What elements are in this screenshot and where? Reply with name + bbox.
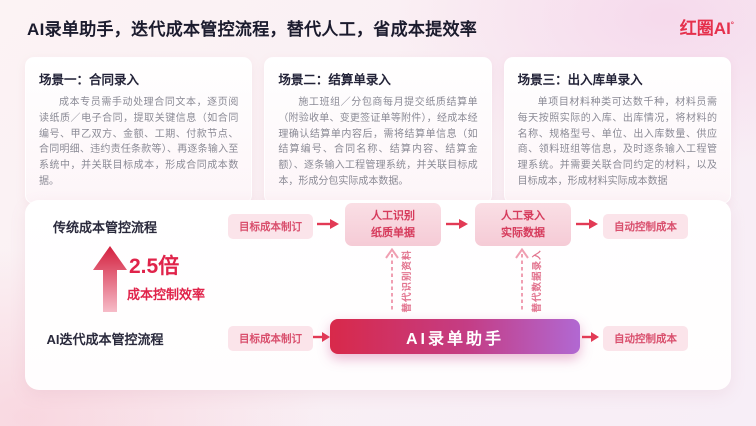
manual-identify-line1: 人工识别 bbox=[371, 210, 415, 222]
ai-flow-label: AI迭代成本管控流程 bbox=[46, 332, 164, 347]
replace-label-identify: 替代识别资料 bbox=[402, 249, 413, 313]
manual-entry-box: 人工录入 实际数据 bbox=[475, 203, 571, 246]
scenario-body: 成本专员需手动处理合同文本，逐页阅读纸质／电子合同，提取关键信息（如合同编号、甲… bbox=[39, 97, 239, 187]
flow-arrow-icon bbox=[316, 218, 340, 230]
efficiency-label: 成本控制效率 bbox=[127, 287, 206, 302]
flow-arrow-icon bbox=[313, 331, 331, 343]
scenario-title: 场景二：结算单录入 bbox=[278, 73, 391, 87]
scenario-card-settlement: 场景二：结算单录入 施工班组／分包商每月提交纸质结算单（附验收单、变更签证单等附… bbox=[264, 57, 492, 204]
flow-arrow-icon bbox=[445, 218, 469, 230]
flow-arrow-icon bbox=[575, 218, 599, 230]
page-title: AI录单助手，迭代成本管控流程，替代人工，省成本提效率 bbox=[27, 20, 478, 39]
efficiency-multiplier: 2.5倍 bbox=[129, 255, 180, 278]
up-arrow-icon bbox=[93, 246, 127, 312]
ai-assistant-box: AI录单助手 bbox=[330, 319, 580, 354]
manual-entry-line1: 人工录入 bbox=[501, 210, 545, 222]
flow-panel: 传统成本管控流程 目标成本制订 人工识别 纸质单据 人工录入 实际数据 自动控制… bbox=[25, 200, 731, 390]
traditional-flow-label: 传统成本管控流程 bbox=[52, 220, 157, 235]
scenario-card-contract: 场景一：合同录入 成本专员需手动处理合同文本，逐页阅读纸质／电子合同，提取关键信… bbox=[25, 57, 253, 204]
target-cost-pill: 目标成本制订 bbox=[228, 214, 313, 239]
scenario-body: 单项目材料种类可达数千种，材料员需每天按照实际的入库、出库情况，将材料的名称、规… bbox=[517, 97, 717, 187]
scenario-title: 场景三：出入库单录入 bbox=[517, 73, 643, 87]
brand-logo: 红圈AI° bbox=[680, 14, 734, 39]
auto-control-pill: 自动控制成本 bbox=[603, 326, 688, 351]
replace-arrow-1: 替代识别资料 bbox=[379, 248, 423, 314]
manual-identify-box: 人工识别 纸质单据 bbox=[345, 203, 441, 246]
brand-logo-mark: ° bbox=[730, 20, 734, 30]
scenario-card-inventory: 场景三：出入库单录入 单项目材料种类可达数千种，材料员需每天按照实际的入库、出库… bbox=[503, 57, 731, 204]
replace-arrow-2: 替代数据录入 bbox=[509, 248, 553, 314]
scenario-cards: 场景一：合同录入 成本专员需手动处理合同文本，逐页阅读纸质／电子合同，提取关键信… bbox=[25, 57, 731, 204]
auto-control-pill: 自动控制成本 bbox=[603, 214, 688, 239]
dashed-up-arrow-icon bbox=[385, 248, 399, 311]
scenario-title: 场景一：合同录入 bbox=[39, 73, 140, 87]
flow-arrow-icon bbox=[582, 331, 600, 343]
dashed-up-arrow-icon bbox=[515, 248, 529, 311]
scenario-body: 施工班组／分包商每月提交纸质结算单（附验收单、变更签证单等附件），经成本经理确认… bbox=[278, 97, 478, 187]
manual-identify-line2: 纸质单据 bbox=[371, 226, 415, 239]
replace-label-entry: 替代数据录入 bbox=[532, 249, 543, 313]
target-cost-pill: 目标成本制订 bbox=[228, 326, 313, 351]
manual-entry-line2: 实际数据 bbox=[501, 226, 545, 239]
brand-logo-text: 红圈AI bbox=[679, 19, 731, 38]
